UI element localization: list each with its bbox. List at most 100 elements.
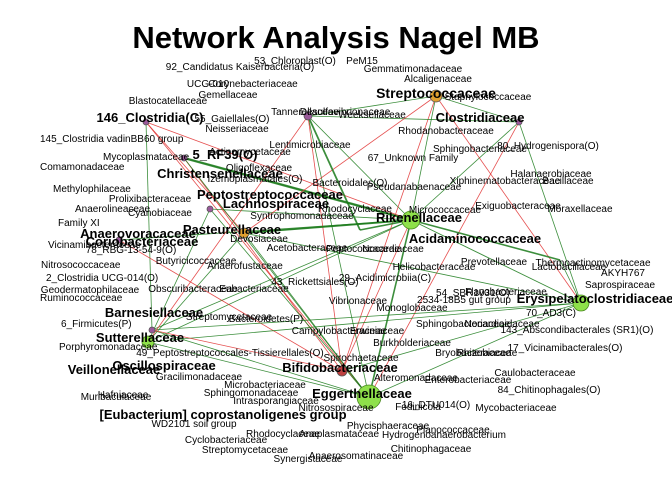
node-circle-0 bbox=[429, 89, 443, 103]
positive-edge-11 bbox=[410, 121, 520, 221]
positive-edge-7 bbox=[307, 115, 370, 398]
node-label-6: Lachnospiraceae bbox=[223, 196, 329, 211]
node-label-111: Muribaculaceae bbox=[81, 392, 152, 403]
node-label-115: 16_DTU014(O) bbox=[402, 400, 470, 411]
node-label-2: 146_Clostridia(C) bbox=[97, 110, 204, 125]
label-layer: StreptococcaceaeClostridiaceae146_Clostr… bbox=[40, 56, 672, 465]
node-label-17: Bifidobacteriaceae bbox=[282, 360, 398, 375]
node-label-26: Corynebacteriaceae bbox=[208, 79, 298, 90]
node-label-63: Peptococcaceae bbox=[326, 244, 400, 255]
node-label-62: Acetobacteraceae bbox=[267, 243, 348, 254]
node-label-41: Mycoplasmataceae bbox=[103, 152, 190, 163]
node-layer bbox=[115, 89, 590, 410]
positive-edge-46 bbox=[410, 219, 561, 261]
node-label-79: 43_Rickettsiales(O) bbox=[271, 277, 358, 288]
node-label-117: WD2101 soil group bbox=[151, 419, 236, 430]
node-label-15: Veillonellaceae bbox=[68, 362, 161, 377]
node-label-38: 67_Unknown Family bbox=[368, 153, 459, 164]
node-label-14: Sutterellaceae bbox=[96, 330, 184, 345]
negative-edge-27 bbox=[118, 239, 343, 372]
node-label-116: Mycobacteriaceae bbox=[475, 403, 557, 414]
node-label-83: 54_SBR1031(O) bbox=[436, 288, 510, 299]
node-label-114: Fodinicola bbox=[395, 402, 441, 413]
node-label-86: 70_AD3(C) bbox=[526, 308, 576, 319]
node-label-28: Blastocatellaceae bbox=[129, 96, 208, 107]
positive-edge-1 bbox=[368, 219, 412, 398]
node-label-39: Sphingobacteriaceae bbox=[433, 144, 527, 155]
node-label-95: Burkholderiaceae bbox=[373, 338, 451, 349]
node-label-13: Erysipelatoclostridiaceae bbox=[517, 291, 672, 306]
negative-edge-25 bbox=[368, 121, 520, 398]
positive-edge-33 bbox=[243, 232, 582, 304]
node-label-100: 17_Vicinamibacterales(O) bbox=[508, 343, 623, 354]
node-label-27: Gemellaceae bbox=[199, 90, 258, 101]
node-label-124: Chitinophagaceae bbox=[391, 444, 472, 455]
node-circle-11 bbox=[148, 326, 156, 334]
node-label-80: Obscuribacteraceae bbox=[148, 284, 238, 295]
negative-edge-22 bbox=[183, 157, 343, 372]
positive-edge-12 bbox=[518, 121, 582, 304]
positive-edge-24 bbox=[145, 121, 153, 331]
node-label-9: Anaerovoracaceae bbox=[80, 226, 196, 241]
positive-edge-2 bbox=[410, 219, 582, 304]
node-label-107: Microbacteriaceae bbox=[224, 380, 306, 391]
positive-edge-6 bbox=[307, 115, 412, 221]
node-label-37: 80_Hydrogenispora(O) bbox=[497, 141, 599, 152]
node-label-53: Family XI bbox=[58, 218, 100, 229]
node-label-58: Exiguobacteraceae bbox=[475, 201, 561, 212]
node-label-10: Pasteurellaceae bbox=[183, 222, 281, 237]
node-label-50: Xiphinematobacteraceae bbox=[450, 176, 561, 187]
node-label-46: Prolixibacteraceae bbox=[109, 194, 192, 205]
node-circle-13 bbox=[206, 205, 214, 213]
edge-layer bbox=[118, 95, 582, 398]
node-label-33: 55_Gaiellales(O) bbox=[194, 114, 269, 125]
node-circle-4 bbox=[141, 335, 155, 349]
node-label-4: Christensenellaceae bbox=[157, 166, 283, 181]
negative-edge-20 bbox=[307, 115, 343, 372]
node-label-92: Streptomycetaceae bbox=[186, 312, 273, 323]
positive-edge-17 bbox=[209, 208, 412, 221]
node-label-84: Flavobacteriaceae bbox=[465, 287, 547, 298]
node-label-74: Prevotellaceae bbox=[461, 257, 528, 268]
node-label-125: Streptomycetaceae bbox=[202, 445, 289, 456]
node-label-19: [Eubacterium] coprostanoligenes group bbox=[99, 407, 346, 422]
node-label-76: 29_Acidimicrobiia(C) bbox=[339, 273, 431, 284]
page-title: Network Analysis Nagel MB bbox=[132, 20, 540, 55]
node-label-60: Vicinamibacteraceae bbox=[48, 240, 141, 251]
node-label-34: Rhodanobacteraceae bbox=[398, 126, 494, 137]
node-label-49: Pseudanabaenaceae bbox=[367, 182, 462, 193]
node-label-31: Weeksellaceae bbox=[338, 110, 406, 121]
positive-edge-30 bbox=[307, 95, 437, 117]
node-label-75: Lactobacillaceae bbox=[532, 262, 607, 273]
node-label-51: Bacillaceae bbox=[542, 176, 594, 187]
node-label-42: Actinomycetaceae bbox=[209, 147, 291, 158]
node-label-122: Hydrogenoanaerobacterium bbox=[382, 430, 506, 441]
negative-edge-13 bbox=[435, 95, 582, 304]
node-label-113: Nitrosospiraceae bbox=[298, 403, 373, 414]
node-label-20: 53_Chloroplast(O) bbox=[254, 56, 336, 67]
node-circle-5 bbox=[336, 365, 348, 377]
node-label-57: Micrococcaceae bbox=[409, 205, 482, 216]
node-label-64: Nocardiaceae bbox=[362, 244, 424, 255]
positive-edge-44 bbox=[307, 115, 361, 231]
node-label-78: Ruminococcaceae bbox=[40, 293, 123, 304]
node-label-102: Bacteroidetes(P) bbox=[229, 314, 303, 325]
node-label-88: 6_Firmicutes(P) bbox=[61, 319, 132, 330]
node-label-45: Methylophilaceae bbox=[53, 184, 131, 195]
node-label-99: Rhizobiaceae bbox=[457, 348, 518, 359]
node-label-73: Helicobacteraceae bbox=[393, 262, 476, 273]
node-circle-6 bbox=[238, 227, 250, 239]
node-label-126: Synergistaceae bbox=[274, 454, 343, 465]
positive-edge-39 bbox=[147, 208, 211, 343]
node-label-121: Anaplasmataceae bbox=[299, 429, 379, 440]
negative-edge-37 bbox=[145, 121, 412, 221]
node-label-7: Rikenellaceae bbox=[376, 210, 462, 225]
node-label-67: 78_RBG-13-54-9(O) bbox=[86, 245, 177, 256]
negative-edge-38 bbox=[147, 115, 309, 343]
node-label-77: Saprospiraceae bbox=[585, 280, 655, 291]
node-circle-2 bbox=[356, 384, 382, 410]
node-label-5: Peptostreptococcaceae bbox=[197, 187, 343, 202]
node-label-108: Alteromonadaceae bbox=[374, 373, 458, 384]
node-label-68: Butyricicoccaceae bbox=[156, 256, 237, 267]
positive-edge-15 bbox=[151, 219, 412, 331]
